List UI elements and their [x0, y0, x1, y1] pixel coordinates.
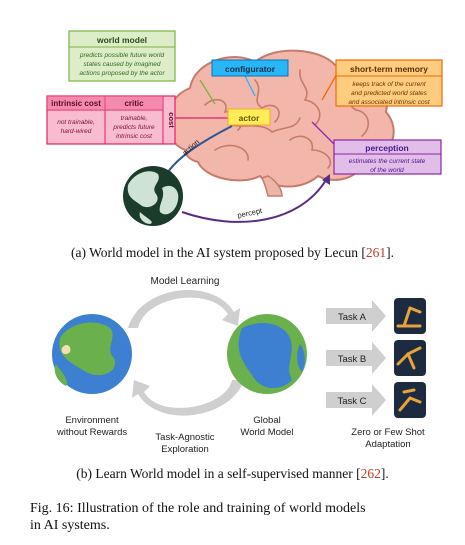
- world-model-desc-2: states caused by imagined: [84, 61, 161, 68]
- task-b-thumbnail: [394, 340, 426, 376]
- figure-caption: Fig. 16: Illustration of the role and tr…: [30, 500, 450, 534]
- short-term-memory-box: short-term memory keeps track of the cur…: [335, 59, 443, 107]
- intrinsic-cost-desc-2: hard-wired: [61, 128, 92, 135]
- task-c-label: Task C: [337, 396, 366, 407]
- global-world-model-globe-icon: [227, 314, 307, 394]
- panel-b-caption: (b) Learn World model in a self-supervis…: [76, 466, 389, 481]
- figure-caption-line-2: in AI systems.: [30, 518, 110, 533]
- exploration-label-1: Task-Agnostic: [155, 432, 214, 443]
- actor-title: actor: [239, 113, 260, 123]
- world-model-desc-3: actions proposed by the actor: [79, 70, 165, 77]
- panel-b-diagram: Model Learning Environment without Rewar…: [52, 276, 426, 455]
- stm-connector: [321, 71, 339, 101]
- critic-desc-2: predicts future: [112, 124, 155, 131]
- stm-desc-3: and associated intrinsic cost: [348, 99, 430, 106]
- panel-a-citation[interactable]: 261: [365, 245, 387, 260]
- zero-shot-label-2: Adaptation: [365, 439, 410, 450]
- task-b-label: Task B: [338, 354, 367, 365]
- environment-label-2: without Rewards: [56, 427, 127, 438]
- panel-a-caption: (a) World model in the AI system propose…: [71, 245, 394, 260]
- environment-label-1: Environment: [65, 415, 119, 426]
- critic-desc-1: trainable,: [121, 115, 148, 122]
- actor-box: actor: [227, 108, 271, 126]
- model-learning-arrow: [128, 289, 240, 328]
- model-learning-label: Model Learning: [151, 276, 220, 287]
- percept-label: percept: [237, 206, 264, 220]
- perception-box: perception estimates the current state o…: [333, 139, 442, 175]
- stm-desc-2: and predicted world states: [351, 90, 428, 97]
- task-c-thumbnail: [394, 382, 426, 418]
- task-a-label: Task A: [338, 312, 367, 323]
- perception-title: perception: [365, 143, 408, 153]
- zero-shot-label-1: Zero or Few Shot: [351, 427, 425, 438]
- global-model-label-1: Global: [253, 415, 280, 426]
- environment-globe-icon: [52, 314, 132, 394]
- configurator-connector: [244, 75, 256, 97]
- world-model-title: world model: [96, 35, 147, 45]
- cost-label: cost: [167, 112, 176, 128]
- exploration-label-2: Exploration: [161, 444, 209, 455]
- world-model-connector: [199, 79, 216, 105]
- task-a-thumbnail: [394, 298, 426, 334]
- exploration-arrow: [132, 380, 244, 416]
- stm-desc-1: keeps track of the current: [352, 81, 427, 88]
- critic-desc-3: intrinsic cost: [116, 133, 153, 140]
- critic-title: critic: [124, 99, 144, 108]
- task-a-arrow: Task A: [326, 300, 386, 332]
- perception-desc-1: estimates the current state: [349, 158, 426, 165]
- task-b-arrow: Task B: [326, 342, 386, 374]
- configurator-box: configurator: [211, 59, 289, 77]
- task-c-arrow: Task C: [326, 384, 386, 416]
- perception-desc-2: of the world: [370, 167, 404, 174]
- stm-title: short-term memory: [350, 64, 428, 74]
- panel-b-citation[interactable]: 262: [360, 466, 381, 481]
- world-model-desc-1: predicts possible future world: [79, 52, 165, 59]
- intrinsic-cost-title: intrinsic cost: [51, 99, 101, 108]
- configurator-title: configurator: [225, 64, 276, 74]
- intrinsic-cost-desc-1: not trainable,: [57, 119, 95, 126]
- global-model-label-2: World Model: [240, 427, 293, 438]
- earth-globe-icon: [123, 166, 183, 226]
- figure-caption-line-1: Fig. 16: Illustration of the role and tr…: [30, 501, 366, 516]
- panel-a-diagram: world model predicts possible future wor…: [46, 30, 443, 226]
- cost-module: intrinsic cost critic not trainable, har…: [46, 95, 176, 145]
- world-model-box: world model predicts possible future wor…: [68, 30, 176, 82]
